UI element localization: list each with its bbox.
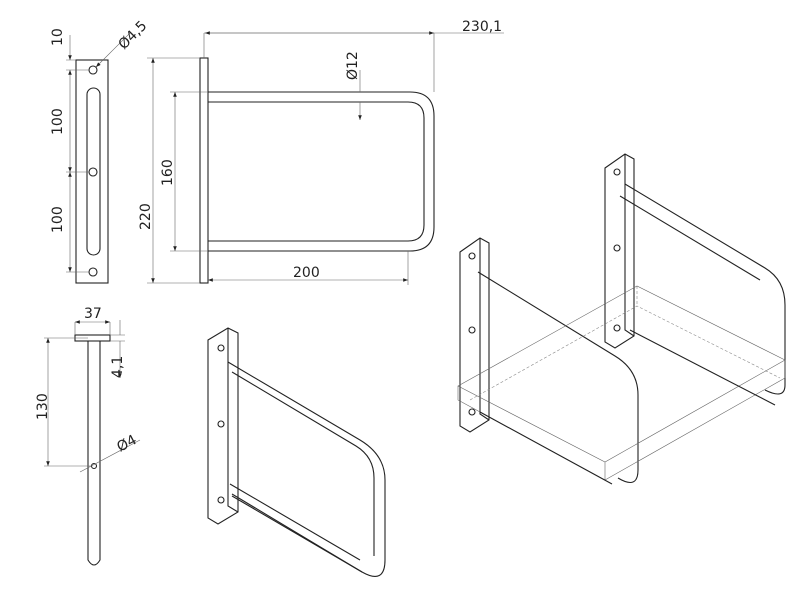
dim-pin-diameter: Ø4 [114,432,139,456]
dim-upper-spacing: 100 [50,108,66,135]
dim-rod-length: 200 [293,265,320,281]
dim-plate-thickness: 4,1 [110,356,126,378]
front-view [66,32,131,284]
dim-rod-diameter: Ø12 [345,51,361,80]
dim-depth: 130 [35,393,51,420]
dim-lower-spacing: 100 [50,206,66,233]
top-view [147,31,504,285]
dim-top-offset: 10 [50,28,66,46]
dim-total-length: 230,1 [462,19,502,35]
side-view [44,320,141,566]
dim-rod-spacing: 160 [160,159,176,186]
dim-hole-diameter: Ø4,5 [116,18,151,53]
isometric-bracket [207,327,386,577]
dim-plate-height: 220 [138,203,154,230]
isometric-assembly [457,153,786,485]
dim-plate-width: 37 [84,306,102,322]
